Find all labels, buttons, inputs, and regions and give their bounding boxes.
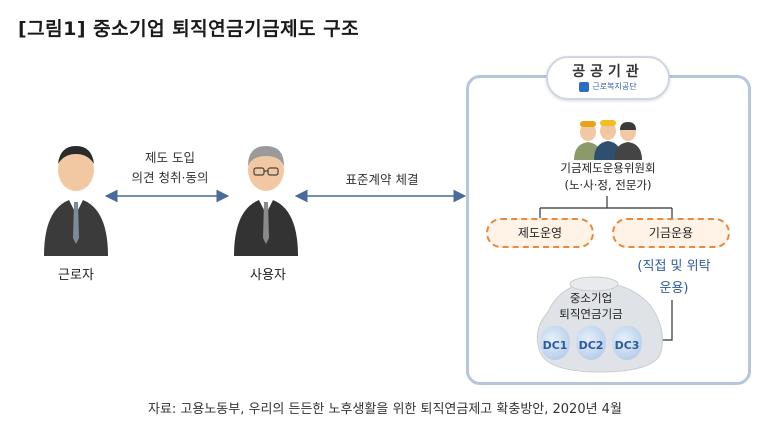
agency-logo: 근로복지공단 — [548, 81, 668, 92]
left-arrow-label-line2: 의견 청취·동의 — [131, 170, 209, 185]
committee-members: (노·사·정, 전문가) — [564, 178, 652, 192]
worker-icon — [44, 146, 108, 256]
system-operation-pill: 제도운영 — [486, 218, 594, 248]
fund-label-line2: 퇴직연금기금 — [559, 307, 623, 321]
left-arrow-label-line1: 제도 도입 — [145, 150, 195, 165]
management-type-label: (직접 및 위탁 운용) — [620, 256, 728, 300]
employer-icon — [234, 146, 298, 256]
left-arrow-label: 제도 도입 의견 청취·동의 — [120, 148, 220, 188]
public-agency-title: 공공기관 근로복지공단 — [546, 56, 670, 100]
management-type-line2: 운용) — [659, 281, 689, 296]
sack-knot — [569, 276, 619, 292]
fund-management-pill: 기금운용 — [612, 218, 730, 248]
employer-figure — [228, 138, 304, 260]
committee-people-icon — [574, 120, 642, 160]
agency-logo-text: 근로복지공단 — [592, 82, 637, 91]
fund-label-line1: 중소기업 — [569, 291, 613, 305]
dc3-pouch: DC3 — [612, 326, 642, 360]
worker-label: 근로자 — [58, 268, 94, 283]
right-arrow-label: 표준계약 체결 — [345, 172, 419, 187]
dc2-pouch: DC2 — [576, 326, 606, 360]
committee-name: 기금제도운용위원회 — [560, 161, 656, 175]
source-caption: 자료: 고용노동부, 우리의 든든한 노후생활을 위한 퇴직연금제고 확충방안,… — [148, 402, 622, 417]
committee-label: 기금제도운용위원회 (노·사·정, 전문가) — [530, 160, 686, 194]
committee-tree — [539, 196, 673, 218]
employer-label: 사용자 — [250, 268, 286, 283]
public-agency-title-text: 공공기관 — [572, 64, 644, 80]
figure-title: [그림1] 중소기업 퇴직연금기금제도 구조 — [18, 18, 360, 40]
fund-label: 중소기업 퇴직연금기금 — [536, 290, 646, 322]
logo-mark-icon — [579, 81, 590, 92]
dc1-pouch: DC1 — [540, 326, 570, 360]
management-type-line1: (직접 및 위탁 — [637, 259, 711, 274]
worker-figure — [38, 138, 114, 260]
caption-wrap: 자료: 고용노동부, 우리의 든든한 노후생활을 위한 퇴직연금제고 확충방안,… — [148, 398, 622, 417]
committee-figure — [574, 116, 642, 164]
